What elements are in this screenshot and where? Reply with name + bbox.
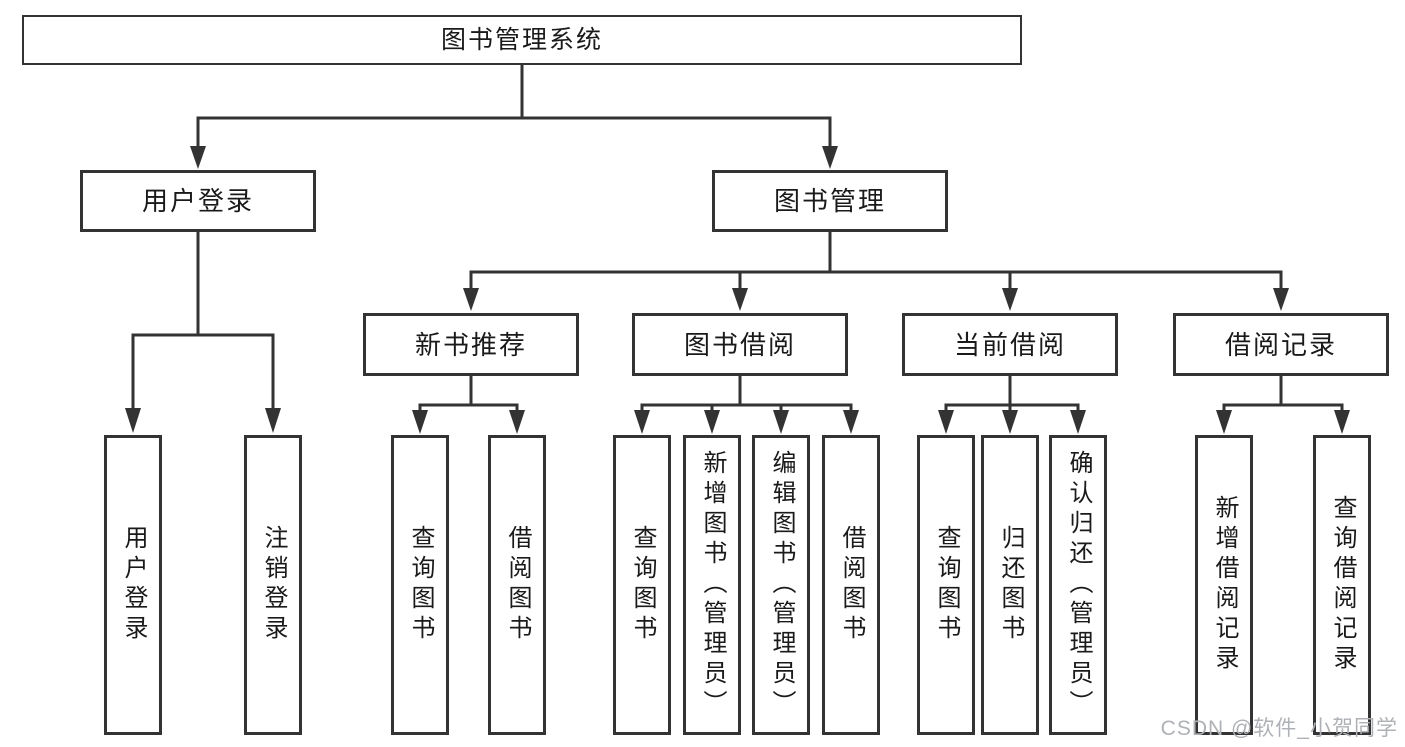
node-leaf-logout: 注销登录 — [244, 435, 302, 735]
node-leaf-query-books-recommend-label: 查询图书 — [407, 525, 434, 645]
node-leaf-add-books-admin: 新增图书（管理员） — [683, 435, 741, 735]
node-leaf-borrow-books-recommend: 借阅图书 — [488, 435, 546, 735]
node-leaf-query-books-recommend: 查询图书 — [391, 435, 449, 735]
node-user-login-label: 用户登录 — [141, 186, 254, 216]
node-leaf-return-books: 归还图书 — [981, 435, 1039, 735]
node-borrow-records-label: 借阅记录 — [1224, 329, 1337, 360]
node-leaf-edit-books-admin-label: 编辑图书（管理员） — [768, 450, 795, 720]
node-leaf-add-books-admin-label: 新增图书（管理员） — [699, 450, 726, 720]
node-library-management-system: 图书管理系统 — [22, 15, 1022, 65]
node-leaf-query-books-borrow-label: 查询图书 — [629, 525, 656, 645]
connector-root-to-level2 — [190, 63, 838, 169]
connector-user-login-children — [125, 230, 281, 433]
node-book-management: 图书管理 — [712, 170, 948, 232]
watermark-text: CSDN @软件_小贺同学 — [1160, 717, 1398, 740]
node-leaf-confirm-return-admin-label: 确认归还（管理员） — [1065, 450, 1092, 720]
node-leaf-query-books-current-label: 查询图书 — [933, 525, 960, 645]
node-leaf-edit-books-admin: 编辑图书（管理员） — [752, 435, 810, 735]
node-leaf-logout-label: 注销登录 — [260, 525, 287, 645]
node-leaf-add-borrow-record: 新增借阅记录 — [1195, 435, 1253, 735]
node-new-book-recommend-label: 新书推荐 — [414, 329, 527, 360]
node-new-book-recommend: 新书推荐 — [363, 313, 579, 376]
node-leaf-query-borrow-record-label: 查询借阅记录 — [1329, 495, 1356, 675]
node-book-borrow: 图书借阅 — [632, 313, 848, 376]
connector-book-management-children — [463, 230, 1289, 311]
connector-book-borrow-children — [634, 374, 859, 434]
node-book-borrow-label: 图书借阅 — [683, 329, 796, 360]
node-leaf-query-borrow-record: 查询借阅记录 — [1313, 435, 1371, 735]
node-leaf-query-books-current: 查询图书 — [917, 435, 975, 735]
node-library-management-system-label: 图书管理系统 — [440, 25, 603, 54]
node-leaf-borrow-books: 借阅图书 — [822, 435, 880, 735]
connector-borrow-records-children — [1216, 374, 1350, 434]
node-leaf-borrow-books-label: 借阅图书 — [838, 525, 865, 645]
node-borrow-records: 借阅记录 — [1173, 313, 1389, 376]
connector-new-book-children — [412, 374, 525, 434]
node-leaf-borrow-books-recommend-label: 借阅图书 — [504, 525, 531, 645]
node-leaf-return-books-label: 归还图书 — [997, 525, 1024, 645]
node-leaf-confirm-return-admin: 确认归还（管理员） — [1049, 435, 1107, 735]
node-book-management-label: 图书管理 — [773, 186, 886, 216]
node-current-borrow-label: 当前借阅 — [953, 329, 1066, 360]
node-user-login: 用户登录 — [80, 170, 316, 232]
node-leaf-user-login-label: 用户登录 — [120, 525, 147, 645]
node-leaf-add-borrow-record-label: 新增借阅记录 — [1211, 495, 1238, 675]
node-leaf-query-books-borrow: 查询图书 — [613, 435, 671, 735]
node-current-borrow: 当前借阅 — [902, 313, 1118, 376]
connector-current-borrow-children — [938, 374, 1086, 434]
node-leaf-user-login: 用户登录 — [104, 435, 162, 735]
